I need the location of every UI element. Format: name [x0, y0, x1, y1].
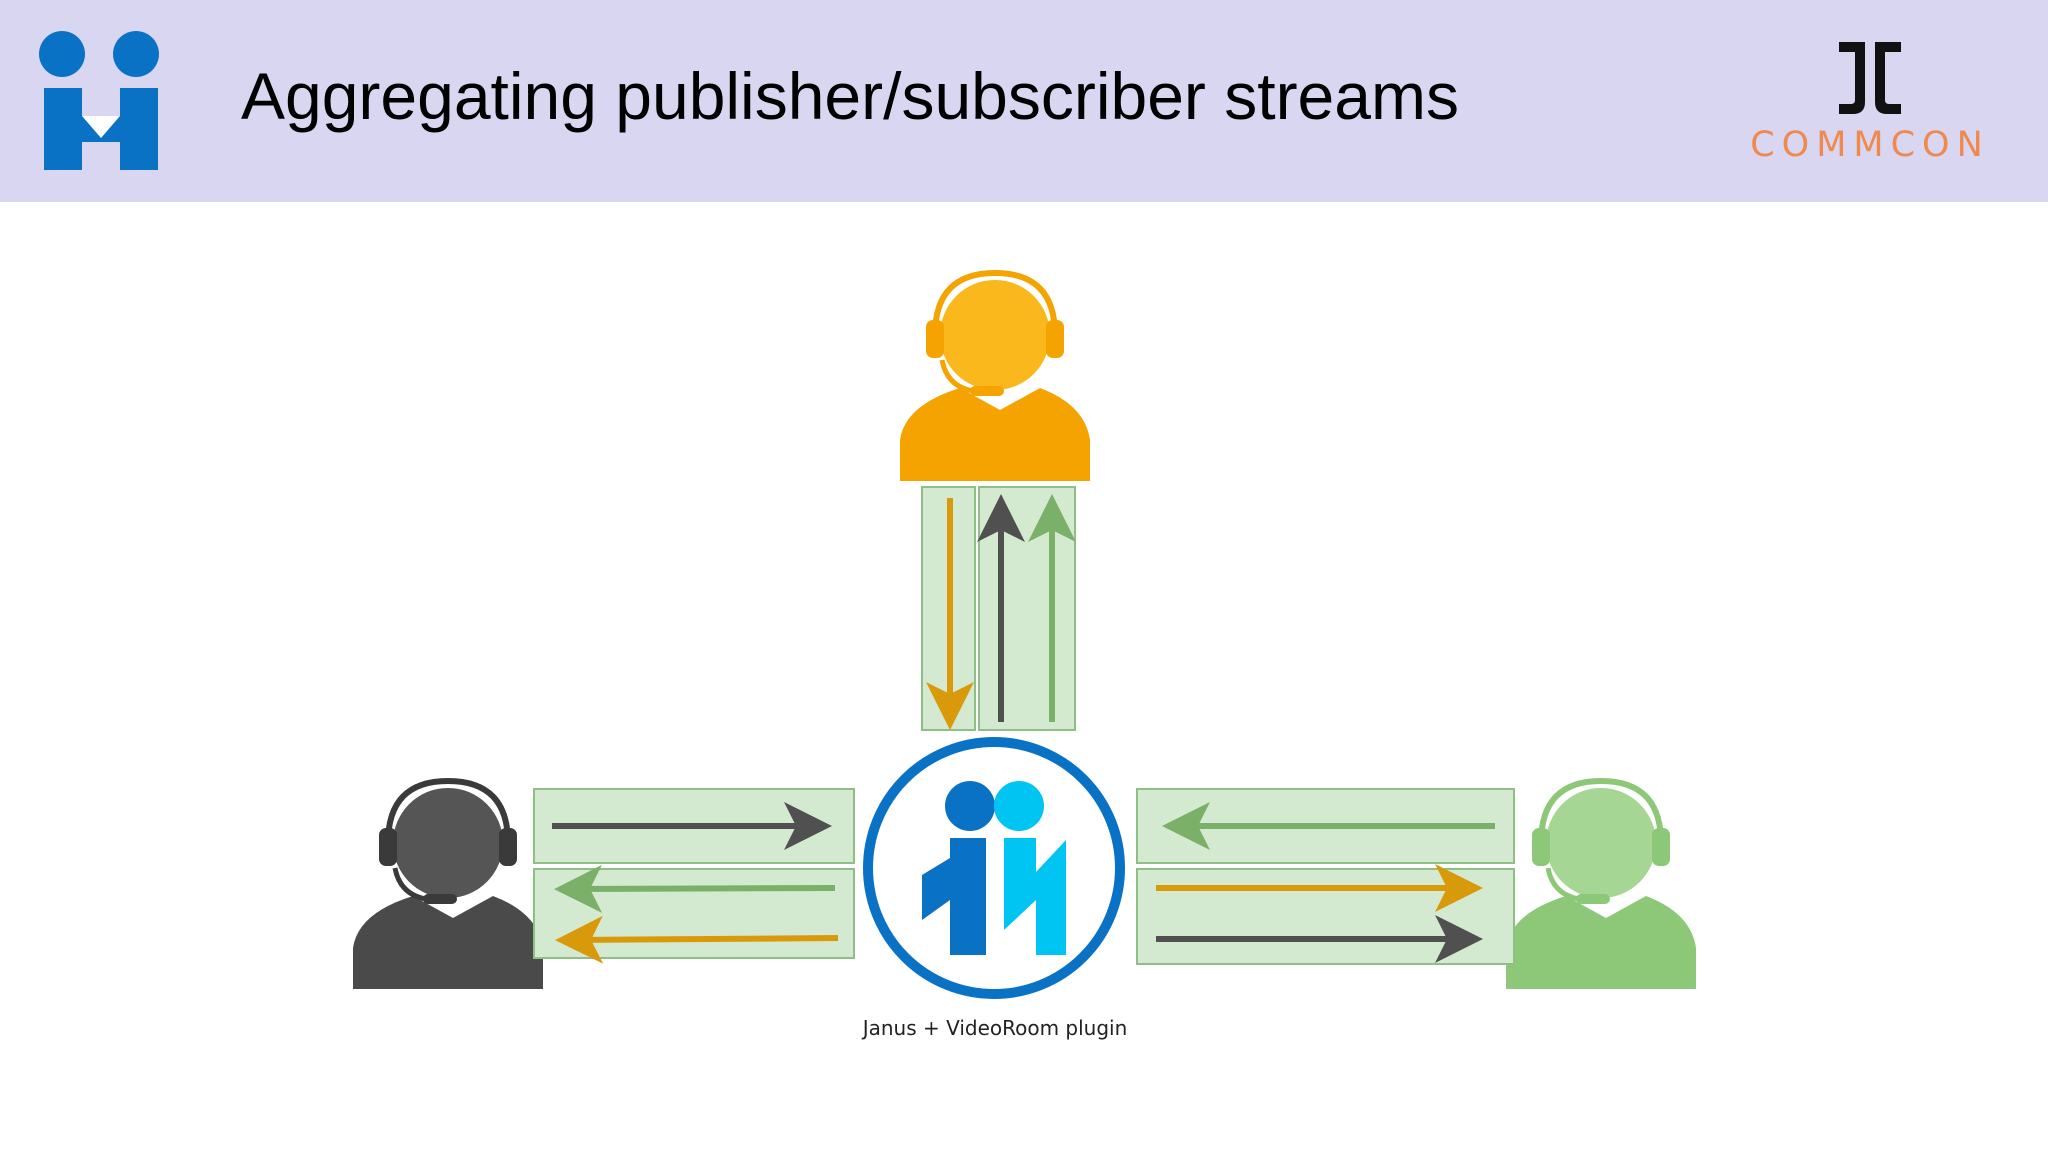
slide-title: Aggregating publisher/subscriber streams — [241, 59, 1459, 133]
participant-right-icon — [1506, 777, 1696, 989]
arrow-left-in-green — [554, 864, 836, 913]
commcon-wordmark: COMMCON — [1750, 125, 1990, 165]
commcon-logo: COMMCON — [1750, 38, 1990, 165]
slide-header — [0, 0, 2048, 202]
janus-server-icon — [863, 737, 1125, 999]
meetecho-logo-icon — [36, 30, 166, 181]
arrow-left-in-orange — [555, 915, 839, 964]
channel-right — [1136, 788, 1515, 965]
participant-top-icon — [900, 269, 1090, 481]
commcon-mark-icon — [1839, 42, 1901, 114]
janus-server-label: Janus + VideoRoom plugin — [862, 1016, 1128, 1040]
channel-top — [921, 486, 1076, 731]
channel-left — [533, 788, 855, 964]
participant-left-icon — [353, 777, 543, 989]
